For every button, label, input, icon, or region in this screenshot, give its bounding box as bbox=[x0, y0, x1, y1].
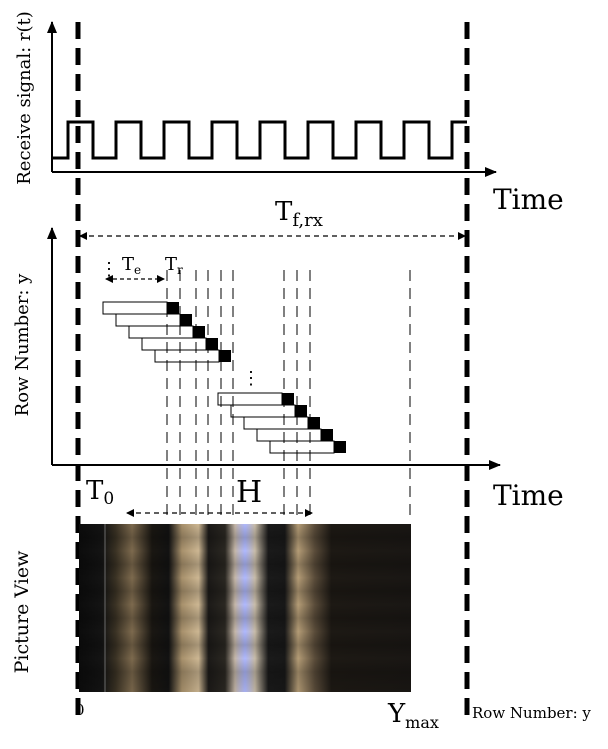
middle-ellipsis: ⋮ bbox=[242, 368, 260, 389]
receive-signal-square-wave bbox=[52, 120, 467, 160]
middle-y-axis-label: Row Number: y bbox=[12, 273, 33, 416]
readout-guide-lines bbox=[166, 270, 411, 520]
top-x-axis-label: Time bbox=[493, 183, 564, 216]
bottom-y-axis-label: Picture View bbox=[11, 550, 33, 673]
top-y-axis-label: Receive signal: r(t) bbox=[14, 11, 35, 185]
readout-block-a-3 bbox=[193, 326, 205, 338]
exposure-row-b-2 bbox=[230, 404, 296, 418]
bottom-origin-label: 0 bbox=[75, 701, 85, 719]
exposure-row-b-3 bbox=[243, 416, 309, 430]
captured-picture bbox=[79, 524, 411, 692]
readout-block-a-2 bbox=[180, 314, 192, 326]
frame-period-subscript: f,rx bbox=[292, 210, 323, 231]
readout-block-b-1 bbox=[282, 393, 294, 405]
exposure-time-label: Te bbox=[122, 254, 141, 277]
top-ellipsis: ⋮ bbox=[100, 259, 118, 280]
start-time-label: T0 bbox=[86, 476, 114, 509]
bottom-x-axis-label: Row Number: y bbox=[472, 704, 591, 722]
exposure-row-a-1 bbox=[102, 301, 168, 315]
readout-block-a-5 bbox=[219, 350, 231, 362]
exposure-row-b-4 bbox=[256, 428, 322, 442]
exposure-row-b-1 bbox=[217, 392, 283, 406]
frame-period-label: Tf,rx bbox=[275, 197, 323, 231]
exposure-row-a-3 bbox=[128, 325, 194, 339]
exposure-row-a-5 bbox=[154, 349, 220, 363]
readout-block-b-5 bbox=[334, 441, 346, 453]
exposure-row-a-2 bbox=[115, 313, 181, 327]
readout-block-b-3 bbox=[308, 417, 320, 429]
readout-block-a-4 bbox=[206, 338, 218, 350]
start-time-subscript: 0 bbox=[103, 489, 114, 509]
exposure-row-b-5 bbox=[269, 440, 335, 454]
middle-x-axis-label: Time bbox=[493, 479, 564, 512]
band-width-label: H bbox=[236, 475, 262, 510]
readout-block-a-1 bbox=[167, 302, 179, 314]
exposure-time-subscript: e bbox=[134, 263, 141, 277]
bottom-max-label: Ymax bbox=[387, 699, 439, 732]
picture-row-shading bbox=[79, 524, 411, 692]
bottom-max-subscript: max bbox=[405, 713, 439, 732]
readout-block-b-2 bbox=[295, 405, 307, 417]
readout-block-b-4 bbox=[321, 429, 333, 441]
